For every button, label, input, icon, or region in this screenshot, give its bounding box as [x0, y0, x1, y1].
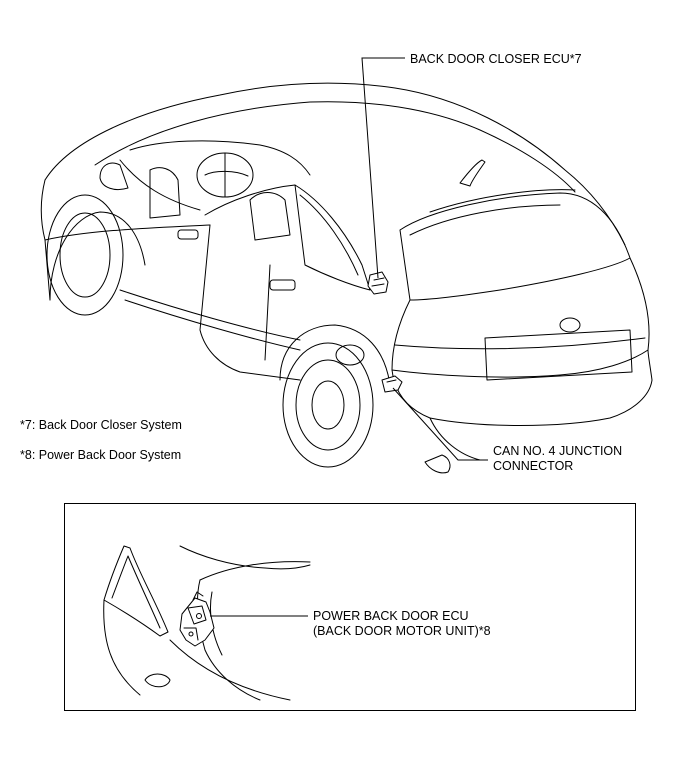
can-junction-label-line1: CAN NO. 4 JUNCTION	[493, 444, 623, 458]
note-power-back-door-system: *8: Power Back Door System	[20, 448, 182, 462]
power-back-door-ecu-label-line1: POWER BACK DOOR ECU	[313, 609, 469, 623]
can-junction-label-line2: CONNECTOR	[493, 459, 574, 473]
inset-detail-frame	[64, 503, 636, 711]
power-back-door-ecu-label-line2: (BACK DOOR MOTOR UNIT)*8	[313, 624, 491, 638]
note-back-door-closer-system: *7: Back Door Closer System	[20, 418, 182, 432]
back-door-closer-ecu-label: BACK DOOR CLOSER ECU*7	[410, 52, 582, 66]
vehicle-illustration	[40, 57, 653, 474]
